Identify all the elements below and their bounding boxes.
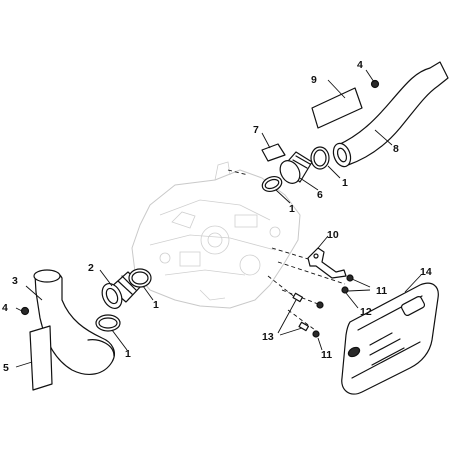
callout-labels: 9 4 8 7 1 6 1 10 11 12 13 11 14 3 4 5 2 … <box>2 59 432 374</box>
intake-duct-lower <box>33 269 115 376</box>
leader-lines <box>15 69 422 368</box>
callout-7: 7 <box>253 124 259 136</box>
warning-label-5 <box>29 325 53 391</box>
muffler-14 <box>341 282 439 395</box>
callout-2: 2 <box>88 262 94 274</box>
callout-11-lower: 11 <box>321 349 332 361</box>
clamp-upper-left <box>261 175 283 193</box>
callout-10: 10 <box>327 229 339 241</box>
callout-5: 5 <box>3 362 9 374</box>
callout-6: 6 <box>317 189 323 201</box>
callout-1-left-lower: 1 <box>125 348 131 360</box>
warning-label-7 <box>261 143 286 162</box>
callout-14: 14 <box>420 266 432 278</box>
callout-4-upper: 4 <box>357 59 363 71</box>
callout-1-left-upper: 1 <box>153 299 159 311</box>
bolt-left <box>20 306 30 316</box>
clamp-left-upper <box>128 268 152 288</box>
callout-1-upper-left: 1 <box>289 203 295 215</box>
callout-8: 8 <box>393 143 399 155</box>
bolt-upper <box>370 79 380 89</box>
callout-1-upper-right: 1 <box>342 177 348 189</box>
clamp-upper-right <box>310 146 330 170</box>
callout-13: 13 <box>262 331 274 343</box>
callout-12: 12 <box>360 306 372 318</box>
engine-block <box>131 161 301 309</box>
bracket-10 <box>307 247 347 279</box>
assembly-lines <box>227 169 346 331</box>
rubber-boot-6 <box>279 151 313 184</box>
callout-3: 3 <box>12 275 18 287</box>
warning-label-9 <box>311 87 363 129</box>
callout-11-upper: 11 <box>376 285 387 297</box>
intake-duct-upper <box>332 61 449 168</box>
clamp-left-lower <box>95 314 121 332</box>
fasteners <box>292 274 354 338</box>
callout-4-left: 4 <box>2 302 8 314</box>
callout-9: 9 <box>311 74 317 86</box>
